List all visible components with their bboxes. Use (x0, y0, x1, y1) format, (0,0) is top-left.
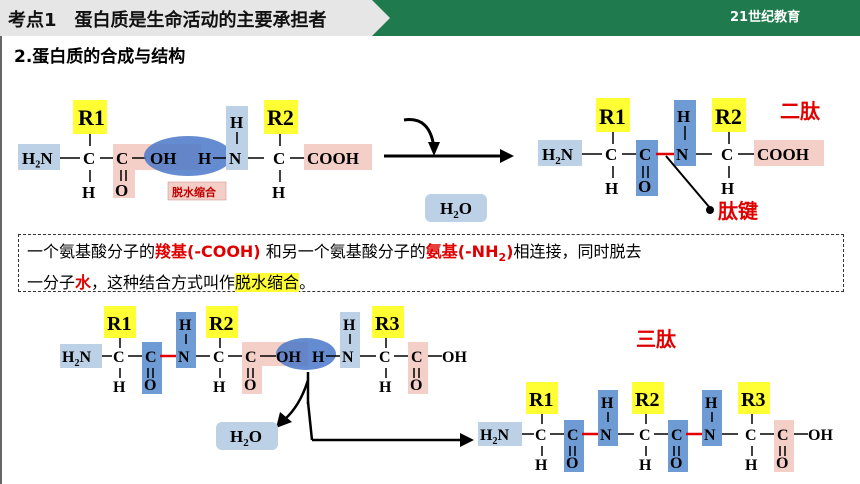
r1-label: R1 (78, 105, 105, 130)
svg-text:COOH: COOH (757, 145, 809, 164)
h-bottom-1: H (82, 183, 95, 202)
svg-text:C: C (777, 427, 789, 444)
water-top: H2O (440, 199, 472, 221)
water-term: 水 (75, 273, 92, 293)
water-box-top (425, 194, 487, 222)
svg-text:N: N (600, 427, 612, 444)
svg-text:O: O (410, 377, 422, 394)
svg-text:C: C (213, 349, 225, 366)
svg-text:R3: R3 (375, 313, 399, 335)
svg-text:H: H (745, 457, 758, 474)
section-title: 2.蛋白质的合成与结构 (14, 47, 186, 67)
cooh-2: COOH (307, 149, 359, 168)
hydroxyl-1: OH (150, 149, 176, 168)
reaction-diagram: R1 H₂N C H C O OH 脱水缩合 H H N R2 C H COOH… (18, 98, 833, 474)
nitrogen-2: N (229, 149, 242, 168)
r2-box (264, 100, 298, 134)
svg-text:C: C (113, 349, 125, 366)
svg-text:O: O (670, 455, 682, 472)
section-tab (0, 0, 390, 36)
svg-text:O: O (244, 377, 256, 394)
svg-text:O: O (566, 455, 578, 472)
svg-text:H: H (535, 457, 548, 474)
nh2-box (18, 144, 60, 170)
brand-logo: 21世纪教育 (730, 10, 801, 25)
svg-text:H: H (601, 395, 614, 412)
svg-text:C: C (535, 427, 547, 444)
svg-text:H: H (343, 317, 356, 334)
h-amino-2: H (198, 149, 211, 168)
svg-text:C: C (379, 349, 391, 366)
svg-text:H2N: H2N (62, 349, 91, 369)
svg-text:R2: R2 (715, 104, 742, 129)
svg-text:R2: R2 (635, 389, 659, 411)
svg-text:C: C (245, 349, 257, 366)
svg-text:H: H (677, 107, 690, 126)
svg-text:C: C (639, 145, 651, 164)
svg-text:H: H (379, 379, 392, 396)
svg-text:N: N (342, 349, 354, 366)
svg-text:H: H (639, 457, 652, 474)
peptide-bond-label: 肽键 (718, 199, 758, 223)
svg-text:C: C (411, 349, 423, 366)
tab-title: 考点1 蛋白质是生命活动的主要承担者 (8, 10, 327, 31)
svg-text:OH: OH (442, 349, 467, 366)
svg-text:OH: OH (808, 427, 833, 444)
carboxyl-term: 羧基(-COOH) (155, 242, 261, 261)
svg-text:H: H (705, 395, 718, 412)
svg-text:C: C (721, 145, 733, 164)
svg-text:C: C (745, 427, 757, 444)
r2-label: R2 (267, 105, 294, 130)
svg-text:C: C (567, 427, 579, 444)
svg-text:H: H (605, 179, 618, 198)
oxygen-1: O (115, 181, 128, 200)
h-top-2: H (230, 113, 243, 132)
svg-text:C: C (145, 349, 157, 366)
alpha-carbon-1: C (83, 149, 95, 168)
svg-text:H: H (213, 379, 226, 396)
svg-text:R2: R2 (209, 313, 233, 335)
svg-text:H2N: H2N (542, 145, 574, 167)
dehydration-ellipse (144, 136, 232, 176)
amino-term: 氨基(-NH2) (425, 242, 514, 265)
dehydration-tag-box (167, 181, 227, 201)
svg-text:N: N (704, 427, 716, 444)
svg-text:R1: R1 (599, 104, 626, 129)
svg-text:C: C (639, 427, 651, 444)
definition-box: 一个氨基酸分子的羧基(-COOH) 和另一个氨基酸分子的氨基(-NH2)相连接，… (18, 234, 844, 293)
svg-text:C: C (671, 427, 683, 444)
carboxyl-carbon-1: C (116, 149, 128, 168)
svg-text:N: N (178, 349, 190, 366)
svg-text:O: O (776, 455, 788, 472)
svg-text:OH: OH (276, 349, 301, 366)
tripeptide-label: 三肽 (636, 327, 677, 351)
svg-text:H2N: H2N (480, 427, 509, 447)
svg-text:O: O (638, 177, 651, 196)
svg-text:R1: R1 (107, 313, 131, 335)
svg-text:H: H (113, 379, 126, 396)
svg-text:H: H (312, 349, 325, 366)
svg-text:C: C (605, 145, 617, 164)
svg-text:O: O (144, 377, 156, 394)
left-border (0, 36, 2, 484)
svg-text:N: N (676, 145, 689, 164)
svg-text:R1: R1 (529, 389, 553, 411)
svg-text:R3: R3 (741, 389, 765, 411)
dehydration-tag: 脱水缩合 (172, 185, 217, 199)
h-bottom-2: H (272, 183, 285, 202)
svg-text:H: H (179, 317, 192, 334)
nh2-label: H₂N (22, 149, 53, 168)
cooh-box-2 (304, 144, 372, 170)
svg-text:H2O: H2O (230, 427, 262, 449)
r1-box (73, 100, 107, 134)
dipeptide-label: 二肽 (780, 99, 821, 123)
dehydration-term: 脱水缩合 (235, 273, 300, 293)
svg-text:H: H (721, 179, 734, 198)
alpha-carbon-2: C (273, 149, 285, 168)
